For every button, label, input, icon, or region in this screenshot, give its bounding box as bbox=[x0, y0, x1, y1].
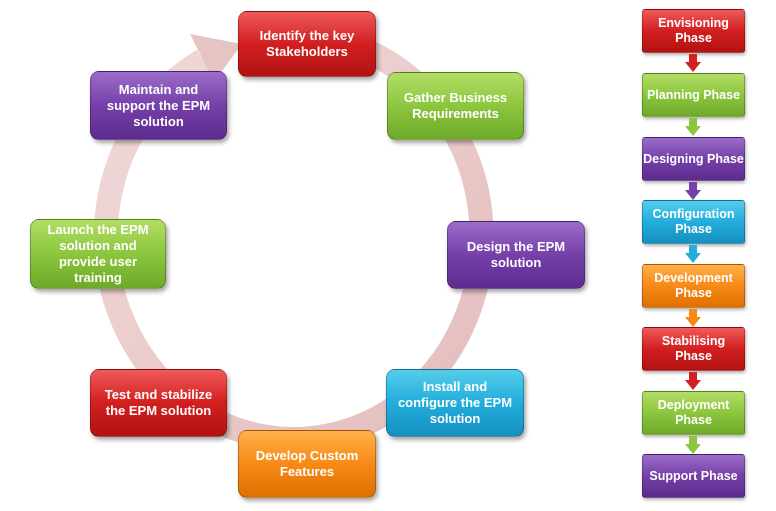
step-label: Design the EPM solution bbox=[466, 239, 566, 270]
step-label: Maintain and support the EPM solution bbox=[106, 81, 211, 129]
phase-stabilising: Stabilising Phase bbox=[642, 327, 745, 371]
phase-planning: Planning Phase bbox=[642, 73, 745, 117]
phase-label: Development Phase bbox=[654, 271, 733, 300]
step-develop-features: Develop Custom Features bbox=[238, 430, 376, 498]
phase-label: Support Phase bbox=[649, 468, 738, 483]
step-launch-training: Launch the EPM solution and provide user… bbox=[30, 219, 166, 289]
phase-label: Configuration Phase bbox=[652, 207, 735, 236]
down-arrow-icon bbox=[685, 309, 701, 327]
step-design-solution: Design the EPM solution bbox=[447, 221, 585, 289]
down-arrow-icon bbox=[685, 118, 701, 136]
step-install-configure: Install and configure the EPM solution bbox=[386, 369, 524, 437]
phase-label: Envisioning Phase bbox=[658, 16, 729, 45]
step-maintain-support: Maintain and support the EPM solution bbox=[90, 71, 227, 140]
phase-label: Stabilising Phase bbox=[661, 334, 726, 363]
phase-support: Support Phase bbox=[642, 454, 745, 498]
down-arrow-icon bbox=[685, 372, 701, 390]
cycle-ring-arrowhead bbox=[190, 34, 242, 82]
phase-label: Deployment Phase bbox=[657, 398, 730, 427]
phase-envisioning: Envisioning Phase bbox=[642, 9, 745, 53]
phase-label: Planning Phase bbox=[646, 87, 741, 102]
down-arrow-icon bbox=[685, 436, 701, 454]
phase-development: Development Phase bbox=[642, 264, 745, 308]
phase-designing: Designing Phase bbox=[642, 137, 745, 181]
down-arrow-icon bbox=[685, 245, 701, 263]
down-arrow-icon bbox=[685, 54, 701, 72]
step-label: Gather Business Requirements bbox=[403, 90, 508, 121]
phase-deployment: Deployment Phase bbox=[642, 391, 745, 435]
step-identify-stakeholders: Identify the key Stakeholders bbox=[238, 11, 376, 77]
step-test-stabilize: Test and stabilize the EPM solution bbox=[90, 369, 227, 437]
step-label: Develop Custom Features bbox=[255, 448, 359, 479]
phase-label: Designing Phase bbox=[643, 151, 744, 166]
down-arrow-icon bbox=[685, 182, 701, 200]
step-gather-requirements: Gather Business Requirements bbox=[387, 72, 524, 140]
step-label: Launch the EPM solution and provide user… bbox=[47, 222, 149, 285]
step-label: Install and configure the EPM solution bbox=[397, 379, 513, 426]
step-label: Test and stabilize the EPM solution bbox=[104, 387, 213, 418]
phase-configuration: Configuration Phase bbox=[642, 200, 745, 244]
step-label: Identify the key Stakeholders bbox=[259, 28, 355, 59]
